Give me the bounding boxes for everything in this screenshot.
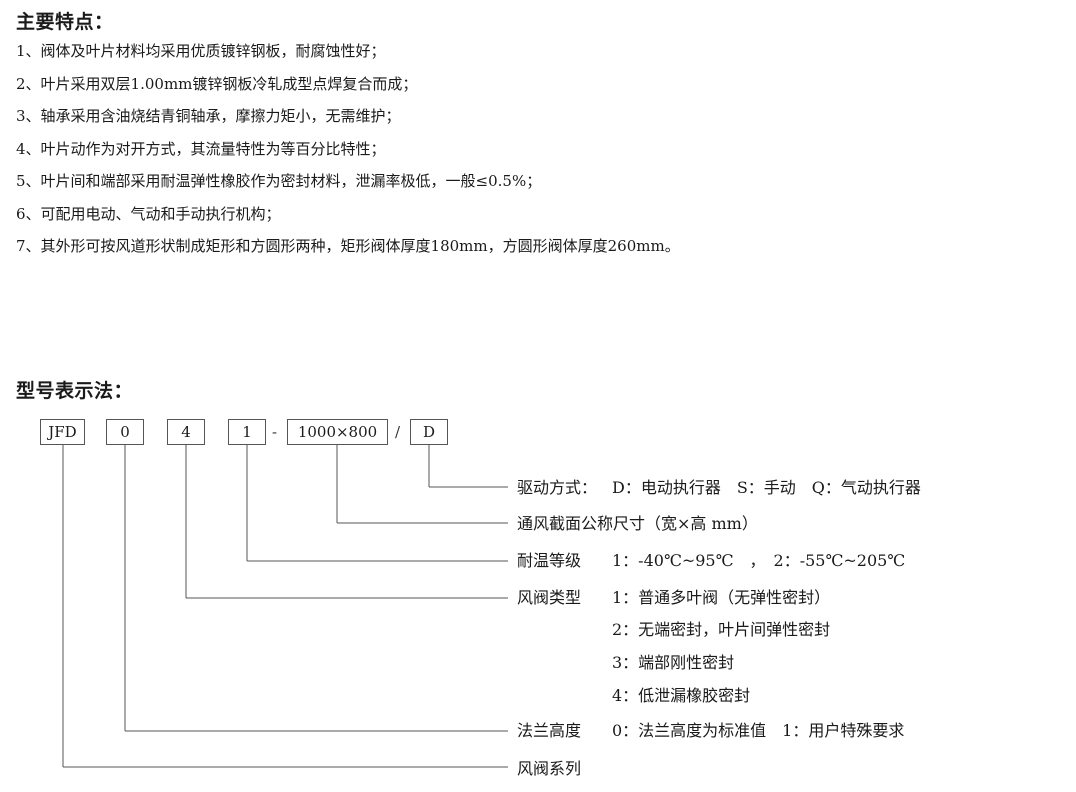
feature-item: 5、叶片间和端部采用耐温弹性橡胶作为密封材料，泄漏率极低，一般≤0.5%； bbox=[16, 172, 542, 190]
code-box-series: JFD bbox=[40, 419, 85, 445]
feature-item: 7、其外形可按风道形状制成矩形和方圆形两种，矩形阀体厚度180mm，方圆形阀体厚… bbox=[16, 237, 680, 255]
flange-value: 0：法兰高度为标准值 1：用户特殊要求 bbox=[612, 721, 905, 740]
type-value-1: 1：普通多叶阀（无弹性密封） bbox=[612, 588, 831, 607]
temp-value: 1：-40℃~95℃ ， 2：-55℃~205℃ bbox=[612, 551, 906, 570]
drive-label: 驱动方式： bbox=[517, 478, 598, 497]
drive-value: D：电动执行器 S：手动 Q：气动执行器 bbox=[612, 478, 921, 497]
feature-item: 6、可配用电动、气动和手动执行机构； bbox=[16, 204, 281, 223]
code-box-temp: 1 bbox=[228, 419, 266, 445]
feature-item: 3、轴承采用含油烧结青铜轴承，摩擦力矩小，无需维护； bbox=[16, 107, 401, 125]
type-value-3: 3：端部刚性密封 bbox=[612, 653, 735, 672]
code-box-drive: D bbox=[410, 419, 448, 445]
feature-list: 1、阀体及叶片材料均采用优质镀锌钢板，耐腐蚀性好； 2、叶片采用双层1.00mm… bbox=[16, 40, 680, 268]
feature-item: 2、叶片采用双层1.00mm镀锌钢板冷轧成型点焊复合而成； bbox=[16, 74, 418, 93]
flange-label: 法兰高度 bbox=[517, 721, 582, 740]
code-box-flange: 0 bbox=[106, 419, 144, 445]
model-heading: 型号表示法： bbox=[16, 380, 134, 402]
type-value-2: 2：无端密封，叶片间弹性密封 bbox=[612, 620, 831, 639]
temp-label: 耐温等级 bbox=[517, 551, 582, 570]
code-box-size: 1000×800 bbox=[287, 419, 388, 445]
features-heading: 主要特点： bbox=[16, 11, 114, 33]
feature-item: 4、叶片动作为对开方式，其流量特性为等百分比特性； bbox=[16, 139, 386, 158]
code-box-type: 4 bbox=[167, 419, 205, 445]
code-dash: - bbox=[272, 423, 278, 441]
type-label: 风阀类型 bbox=[517, 588, 582, 607]
type-value-4: 4：低泄漏橡胶密封 bbox=[612, 686, 751, 705]
series-label: 风阀系列 bbox=[517, 759, 582, 778]
code-slash: / bbox=[395, 423, 401, 441]
feature-item: 1、阀体及叶片材料均采用优质镀锌钢板，耐腐蚀性好； bbox=[16, 42, 386, 60]
size-label: 通风截面公称尺寸（宽×高 mm） bbox=[517, 514, 758, 533]
